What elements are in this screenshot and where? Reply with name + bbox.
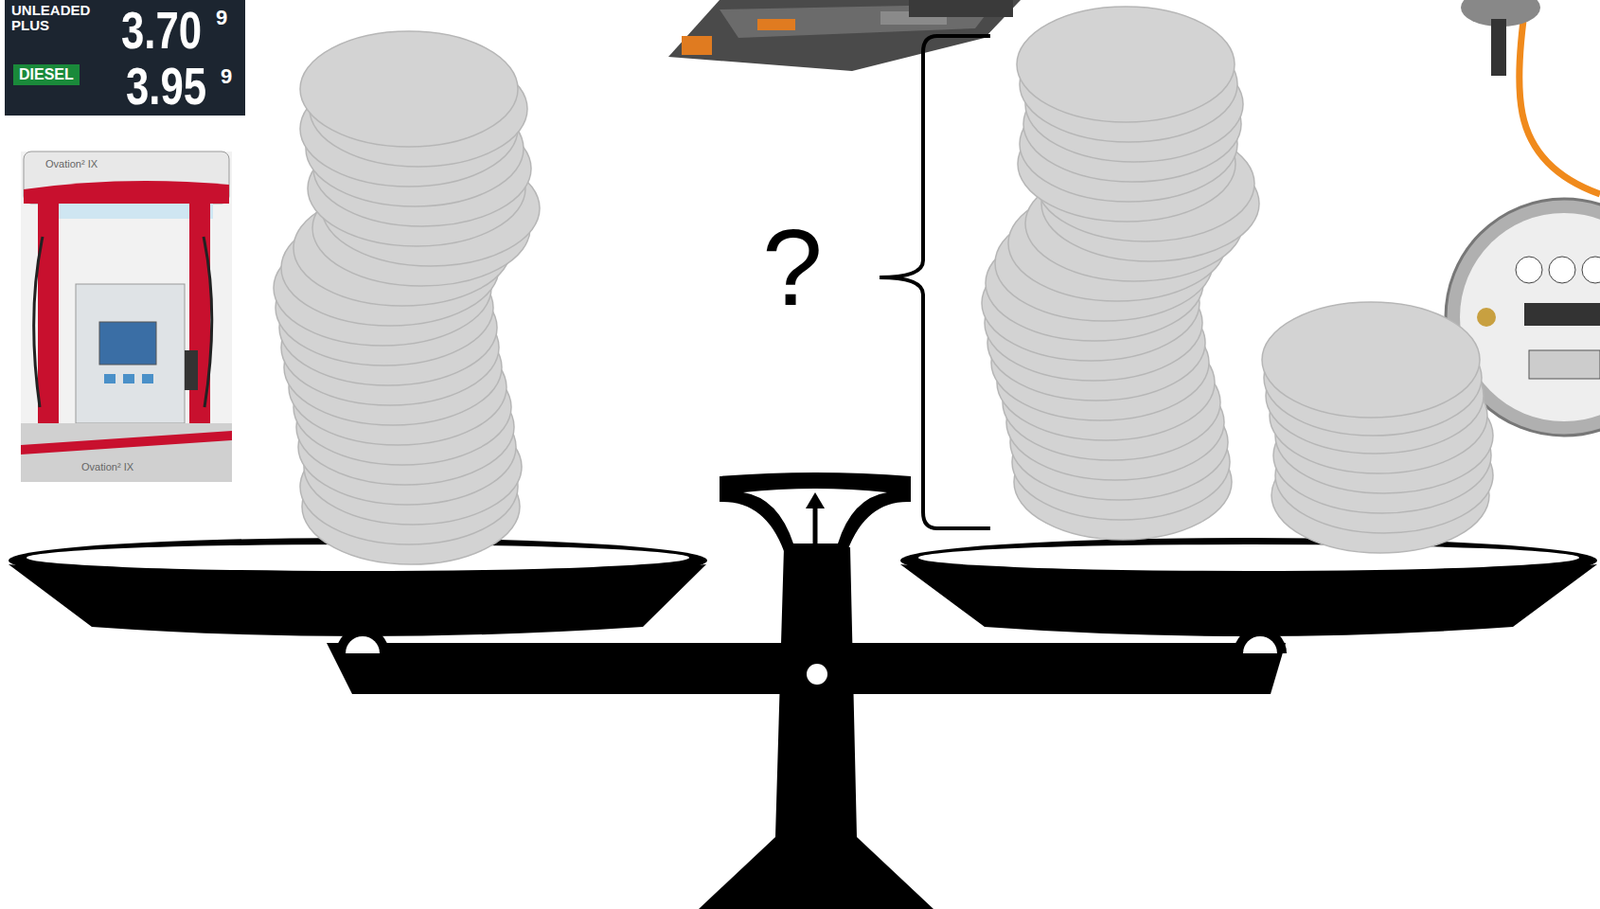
- price-digit: 9: [220, 66, 232, 88]
- gas-pump: [20, 151, 232, 482]
- brand-label: Ovation² IX: [81, 462, 134, 473]
- coin-stack: [273, 31, 540, 565]
- price-number: 3.95: [125, 59, 207, 113]
- price-digit: 9: [215, 7, 228, 29]
- fuel-grade: UNLEADED PLUS: [11, 2, 107, 34]
- price-sign: [4, 0, 246, 116]
- coin-stack: [981, 6, 1260, 540]
- brand-label: Ovation² IX: [45, 159, 98, 170]
- curly-bracket: [879, 35, 991, 529]
- fuel-grade: DIESEL: [13, 64, 80, 86]
- coin-stack: [1262, 302, 1494, 553]
- price-number: 3.70: [121, 3, 202, 57]
- question-mark: ?: [762, 213, 823, 322]
